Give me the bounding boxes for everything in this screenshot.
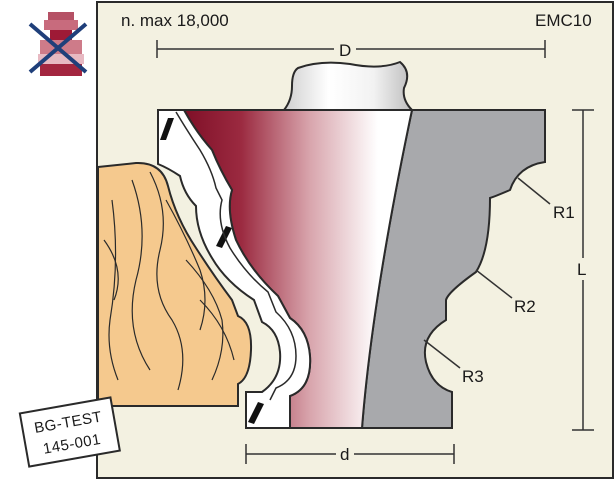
length-dimension xyxy=(572,109,594,431)
radius-r2-label: R2 xyxy=(514,297,536,316)
cutter-shank xyxy=(281,60,415,111)
diameter-label: D xyxy=(339,41,351,60)
knife-inner-edge xyxy=(175,111,297,401)
radius-r3-label: R3 xyxy=(462,367,484,386)
bore-label: d xyxy=(340,445,349,464)
test-stamp: BG-TEST 145-001 xyxy=(18,396,121,468)
radius-r1-label: R1 xyxy=(553,203,575,222)
model-code-text: EMC10 xyxy=(535,11,592,30)
radius-leaders xyxy=(423,177,551,369)
crossed-out-hand-feed-warning-icon xyxy=(28,12,88,76)
wood-workpiece xyxy=(97,161,253,407)
length-label: L xyxy=(577,260,586,279)
bore-dimension xyxy=(245,444,455,464)
diameter-dimension xyxy=(156,40,546,58)
cutter-knife-profile xyxy=(157,109,312,429)
wood-grain xyxy=(103,171,235,391)
knife-slot-marks xyxy=(160,118,264,424)
max-speed-text: n. max 18,000 xyxy=(121,11,229,30)
